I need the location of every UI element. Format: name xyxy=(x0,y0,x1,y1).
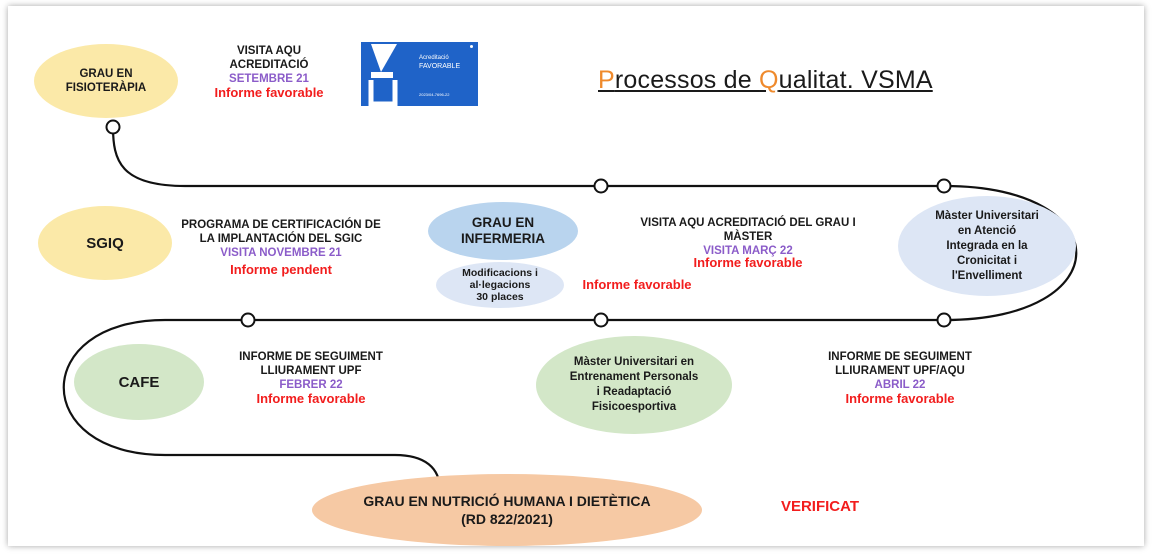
timeline-node xyxy=(593,312,609,328)
note-nutricio-status: VERIFICAT xyxy=(780,498,860,515)
page-title: Processos de Qualitat. VSMA xyxy=(598,66,933,94)
timeline-node xyxy=(105,119,121,135)
timeline-node xyxy=(593,178,609,194)
note-entrenament: INFORME DE SEGUIMENT LLIURAMENT UPF/AQU … xyxy=(828,351,972,406)
note-infermeria-status: Informe favorable xyxy=(582,277,692,292)
badge-dot xyxy=(470,45,473,48)
aqu-logo-icon xyxy=(368,44,398,106)
node-grau-nutricio: GRAU EN NUTRICIÓ HUMANA I DIETÈTICA(RD 8… xyxy=(312,474,702,546)
timeline-node xyxy=(936,178,952,194)
note-fisioterapia: VISITA AQU ACREDITACIÓ SETEMBRE 21 Infor… xyxy=(214,45,324,100)
aqu-accreditation-badge: Acreditació FAVORABLE 2023/04-7696-22 xyxy=(361,42,478,106)
note-grau-master: VISITA AQU ACREDITACIÓ DEL GRAU I MÀSTER… xyxy=(640,217,856,270)
badge-line2: FAVORABLE xyxy=(419,63,461,70)
timeline-node xyxy=(936,312,952,328)
note-cafe: INFORME DE SEGUIMENT LLIURAMENT UPF FEBR… xyxy=(239,351,383,406)
timeline-node xyxy=(240,312,256,328)
node-cafe: CAFE xyxy=(74,344,204,420)
badge-code: 2023/04-7696-22 xyxy=(419,92,450,97)
badge-line1: Acreditació xyxy=(419,55,449,61)
node-sgiq: SGIQ xyxy=(38,206,172,280)
note-sgiq: PROGRAMA DE CERTIFICACIÓN DE LA IMPLANTA… xyxy=(181,219,381,277)
